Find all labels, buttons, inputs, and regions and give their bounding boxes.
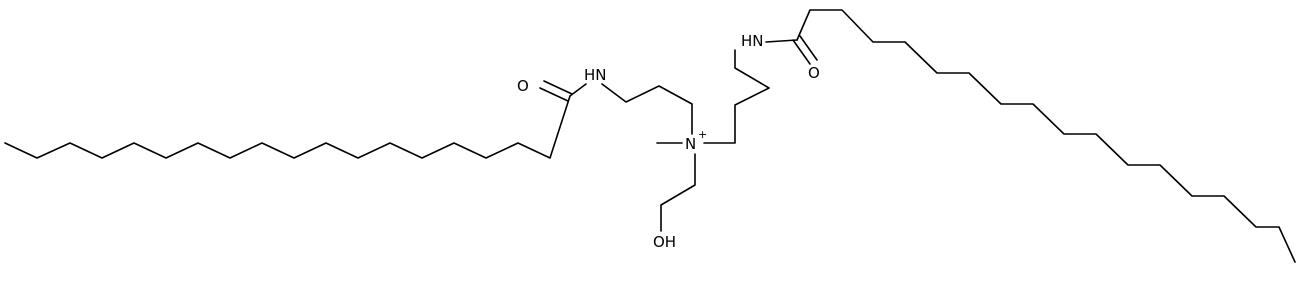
right-carbonyl-bond-2 bbox=[799, 35, 818, 61]
left-propyl-linker bbox=[601, 83, 693, 135]
atom-hydroxyl: OH bbox=[653, 233, 676, 251]
left-carbonyl-bond-2 bbox=[543, 80, 573, 95]
right-propyl-linker bbox=[703, 49, 770, 144]
left-amide-linker bbox=[569, 83, 587, 97]
right-amide-bond bbox=[765, 39, 798, 43]
atom-left-nh: HN bbox=[584, 66, 607, 84]
atom-n-plus: N bbox=[685, 135, 696, 153]
atom-left-o: O bbox=[517, 77, 529, 95]
left-alkyl-chain bbox=[4, 95, 571, 159]
right-carbonyl-bond-1 bbox=[792, 39, 811, 65]
atom-right-o: O bbox=[808, 64, 820, 82]
right-alkyl-chain bbox=[796, 9, 1296, 263]
hydroxyethyl-arm bbox=[660, 153, 696, 232]
atom-charge-plus: + bbox=[698, 128, 707, 141]
left-carbonyl-bond-1 bbox=[539, 87, 569, 102]
atom-right-nh: HN bbox=[741, 32, 764, 50]
